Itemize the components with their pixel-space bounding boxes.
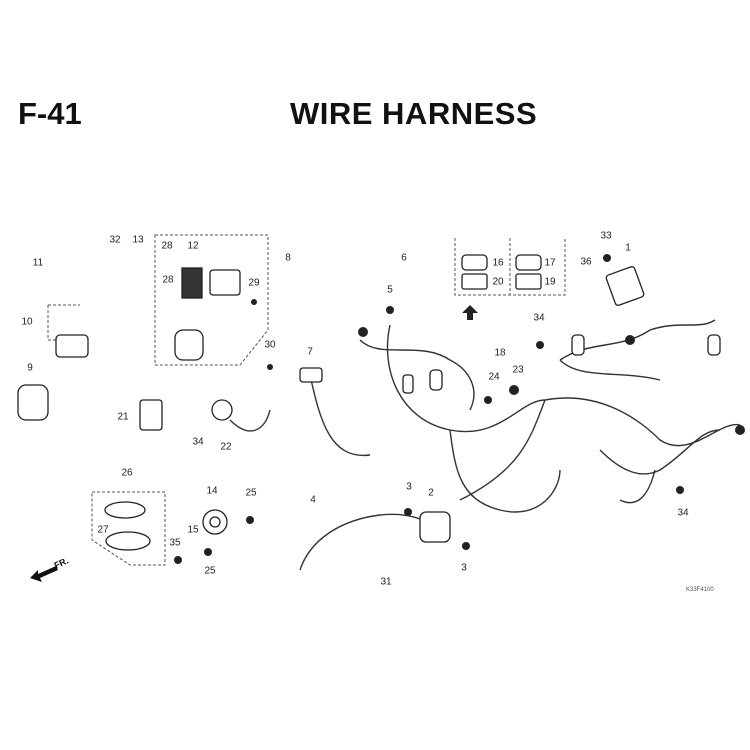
callout-label: 30 xyxy=(264,339,276,351)
callout-label: 3 xyxy=(461,562,467,574)
callout-label: 9 xyxy=(27,362,33,374)
callout-label: 11 xyxy=(32,257,44,269)
callout-label: 8 xyxy=(285,252,291,264)
coil-2 xyxy=(419,511,451,543)
callout-label: 33 xyxy=(600,230,612,242)
callout-label: 29 xyxy=(248,277,260,289)
callout-label: 7 xyxy=(307,346,313,358)
connector-box xyxy=(454,238,566,296)
callout-label: 26 xyxy=(121,467,133,479)
relay-20 xyxy=(461,273,488,290)
front-arrow-icon xyxy=(30,566,58,582)
callout-label: 15 xyxy=(187,524,199,536)
callout-label: 35 xyxy=(169,537,181,549)
callout-label: 21 xyxy=(117,411,129,423)
callout-label: 2 xyxy=(428,487,434,499)
callout-label: 31 xyxy=(380,576,392,588)
callout-label: 13 xyxy=(132,234,144,246)
relay-17 xyxy=(515,254,542,271)
relay-19 xyxy=(515,273,542,290)
callout-label: 34 xyxy=(192,436,204,448)
callout-label: 10 xyxy=(21,316,33,328)
callout-label: 36 xyxy=(580,256,592,268)
callout-label: 24 xyxy=(488,371,500,383)
callout-label: 34 xyxy=(677,507,689,519)
callout-label: 25 xyxy=(204,565,216,577)
callout-label: 19 xyxy=(544,276,556,288)
callout-label: 23 xyxy=(512,364,524,376)
callout-label: 6 xyxy=(401,252,407,264)
callout-label: 20 xyxy=(492,276,504,288)
callout-label: 32 xyxy=(109,234,121,246)
relay-16 xyxy=(461,254,488,271)
callout-label: 25 xyxy=(245,487,257,499)
front-direction-marker: FR. xyxy=(28,555,70,587)
callout-label: 28 xyxy=(162,274,174,286)
lock-10 xyxy=(55,334,89,358)
callout-label: 28 xyxy=(161,240,173,252)
callout-label: 14 xyxy=(206,485,218,497)
callout-label: 3 xyxy=(406,481,412,493)
callout-label: 4 xyxy=(310,494,316,506)
callout-label: 16 xyxy=(492,257,504,269)
section-code: F-41 xyxy=(18,96,82,131)
ignition-switch-9 xyxy=(17,384,49,421)
unit-21 xyxy=(139,399,163,431)
callout-label: 17 xyxy=(544,257,556,269)
key-fob-26 xyxy=(104,501,146,519)
callout-label: 27 xyxy=(97,524,109,536)
callout-label: 34 xyxy=(533,312,545,324)
callout-label: 5 xyxy=(387,284,393,296)
callout-label: 22 xyxy=(220,441,232,453)
callout-label: 18 xyxy=(494,347,506,359)
sensor-22 xyxy=(211,399,233,421)
arrow-up-icon xyxy=(462,305,478,320)
group-bracket-26 xyxy=(91,491,166,566)
callout-label: 12 xyxy=(187,240,199,252)
callout-label: 1 xyxy=(625,242,631,254)
group-bracket-8 xyxy=(154,234,269,366)
switch-12 xyxy=(181,267,203,299)
page-title: WIRE HARNESS xyxy=(290,96,538,131)
diagram-code: K33F4100 xyxy=(686,587,714,593)
ecu-1 xyxy=(605,266,645,306)
